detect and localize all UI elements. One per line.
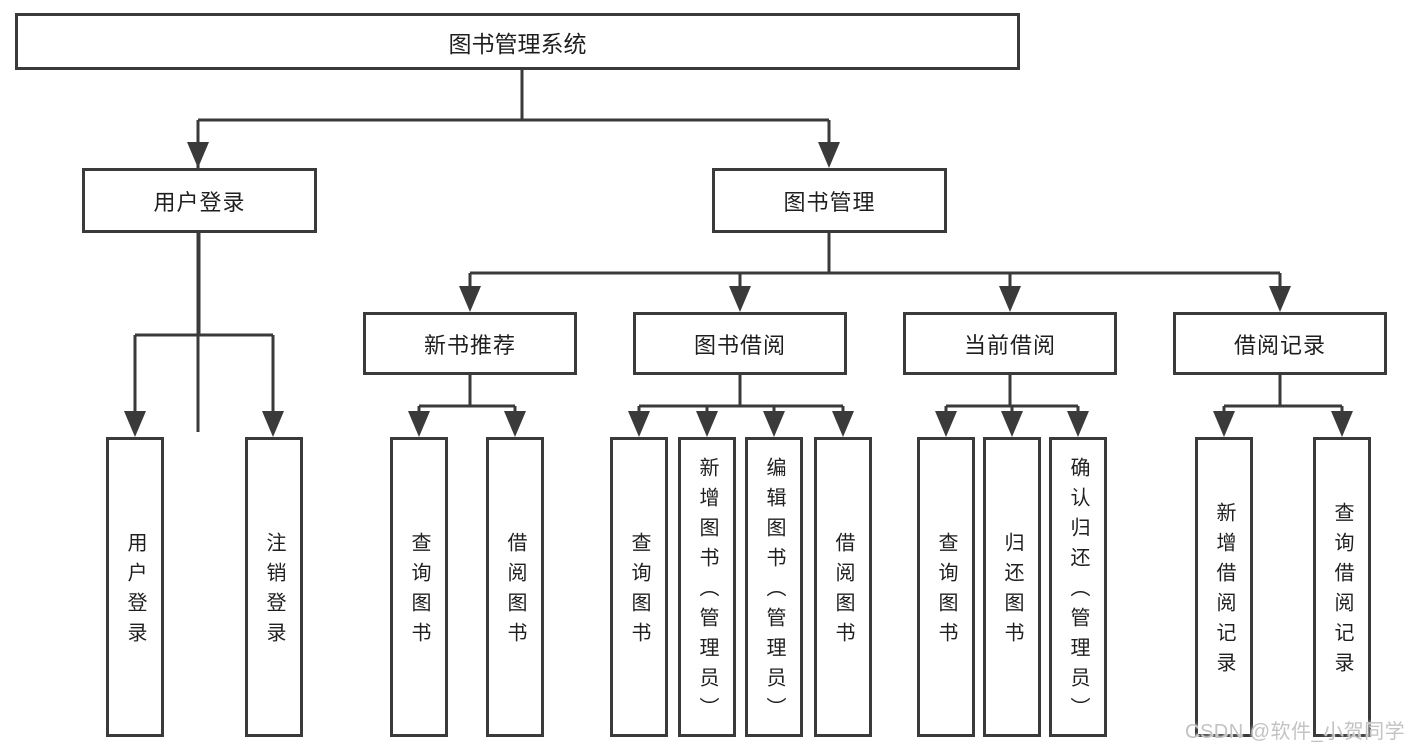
connector-root-to-level2-drops — [187, 120, 840, 168]
node-borrow-records: 借阅记录 — [1173, 312, 1387, 375]
arrowhead-bb-query — [628, 411, 650, 437]
arrowhead-book-mgmt — [818, 142, 840, 168]
leaf-br-add-record: 新增借阅记录 — [1195, 437, 1253, 737]
connector-line — [417, 375, 517, 431]
leaf-bb-borrow-books: 借阅图书 — [814, 437, 872, 737]
arrowhead-bb-edit — [763, 411, 785, 437]
arrowhead-cb-confirm — [1067, 411, 1089, 437]
arrowhead-br-add — [1213, 411, 1235, 437]
connector-new-book-rec-to-leaves — [408, 375, 526, 437]
arrowhead-book-borrow — [729, 286, 751, 312]
leaf-br-query-record: 查询借阅记录 — [1313, 437, 1371, 737]
connector-line — [637, 375, 845, 431]
arrowhead-borrow-records — [1269, 286, 1291, 312]
arrowhead-user-login — [187, 142, 209, 168]
node-new-book-rec: 新书推荐 — [363, 312, 577, 375]
arrowhead-bb-add — [696, 411, 718, 437]
leaf-cb-query-books: 查询图书 — [917, 437, 975, 737]
arrowhead-cb-query — [935, 411, 957, 437]
connector-line — [468, 233, 1282, 306]
leaf-logout: 注销登录 — [245, 437, 303, 737]
arrowhead-cb-return — [1001, 411, 1023, 437]
connector-line — [1222, 375, 1344, 431]
leaf-bb-query-books: 查询图书 — [610, 437, 668, 737]
node-user-login: 用户登录 — [82, 168, 317, 233]
connector-line — [133, 233, 275, 431]
leaf-bb-add-books: 新增图书（管理员） — [678, 437, 736, 737]
arrowhead-nb-query — [408, 411, 430, 437]
arrowhead-bb-borrow — [832, 411, 854, 437]
connector-current-borrow-to-leaves — [935, 375, 1089, 437]
connector-book-borrow-to-leaves — [628, 375, 854, 437]
node-book-mgmt: 图书管理 — [712, 168, 947, 233]
node-book-borrow: 图书借阅 — [633, 312, 847, 375]
arrowhead-leaf-logout — [262, 411, 284, 437]
leaf-nb-query-books: 查询图书 — [390, 437, 448, 737]
csdn-watermark: CSDN @软件_小贺同学 — [1185, 721, 1405, 743]
arrowhead-current-borrow — [999, 286, 1021, 312]
connector-line — [196, 70, 831, 432]
leaf-nb-borrow-books: 借阅图书 — [486, 437, 544, 737]
arrowhead-new-book-rec — [459, 286, 481, 312]
node-current-borrow: 当前借阅 — [903, 312, 1117, 375]
connector-root-to-level2 — [196, 70, 831, 432]
leaf-cb-confirm-return: 确认归还（管理员） — [1049, 437, 1107, 737]
leaf-cb-return-books: 归还图书 — [983, 437, 1041, 737]
arrowhead-leaf-user-login — [124, 411, 146, 437]
connector-borrow-records-to-leaves — [1213, 375, 1353, 437]
connector-user-login-to-leaves — [124, 233, 284, 437]
connector-book-mgmt-to-level3 — [459, 233, 1291, 312]
arrowhead-nb-borrow — [504, 411, 526, 437]
leaf-bb-edit-books: 编辑图书（管理员） — [745, 437, 803, 737]
node-root: 图书管理系统 — [15, 13, 1020, 70]
arrowhead-br-query — [1331, 411, 1353, 437]
leaf-user-login: 用户登录 — [106, 437, 164, 737]
